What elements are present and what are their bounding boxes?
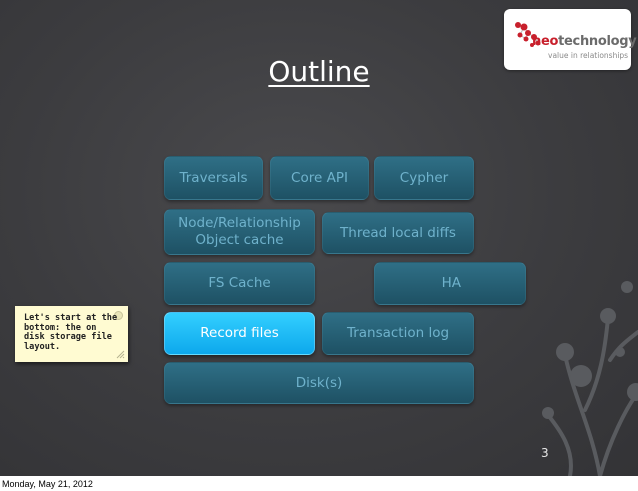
stack-box-transaction-log: Transaction log	[322, 312, 474, 355]
logo-technology: technology	[558, 34, 636, 49]
stack-box-ha: HA	[374, 262, 526, 305]
stack-box-fs-cache: FS Cache	[164, 262, 315, 305]
stack-box-traversals: Traversals	[164, 156, 263, 200]
node-relationship-cache-line1: Node/Relationship	[178, 215, 301, 232]
stack-box-core-api: Core API	[270, 156, 369, 200]
logo-wordmark: neotechnology	[532, 34, 636, 49]
sticky-note[interactable]: Let's start at the bottom: the on disk s…	[15, 306, 128, 362]
stack-box-cypher: Cypher	[374, 156, 474, 200]
page-number: 3	[541, 446, 549, 460]
stack-box-disks: Disk(s)	[164, 362, 474, 404]
stack-box-node-relationship-cache: Node/Relationship Object cache	[164, 209, 315, 255]
logo-tagline: value in relationships	[548, 51, 628, 60]
stack-box-thread-local-diffs: Thread local diffs	[322, 212, 474, 254]
neotechnology-logo: neotechnology value in relationships	[504, 9, 631, 70]
slide: Outline neotechnology value in relations…	[0, 0, 638, 476]
date-caption: Monday, May 21, 2012	[2, 479, 93, 489]
sticky-note-text: Let's start at the bottom: the on disk s…	[24, 314, 119, 353]
resize-grip-icon[interactable]	[116, 350, 125, 359]
node-relationship-cache-line2: Object cache	[195, 232, 283, 249]
stack-box-record-files: Record files	[164, 312, 315, 355]
logo-neo: neo	[532, 34, 558, 49]
